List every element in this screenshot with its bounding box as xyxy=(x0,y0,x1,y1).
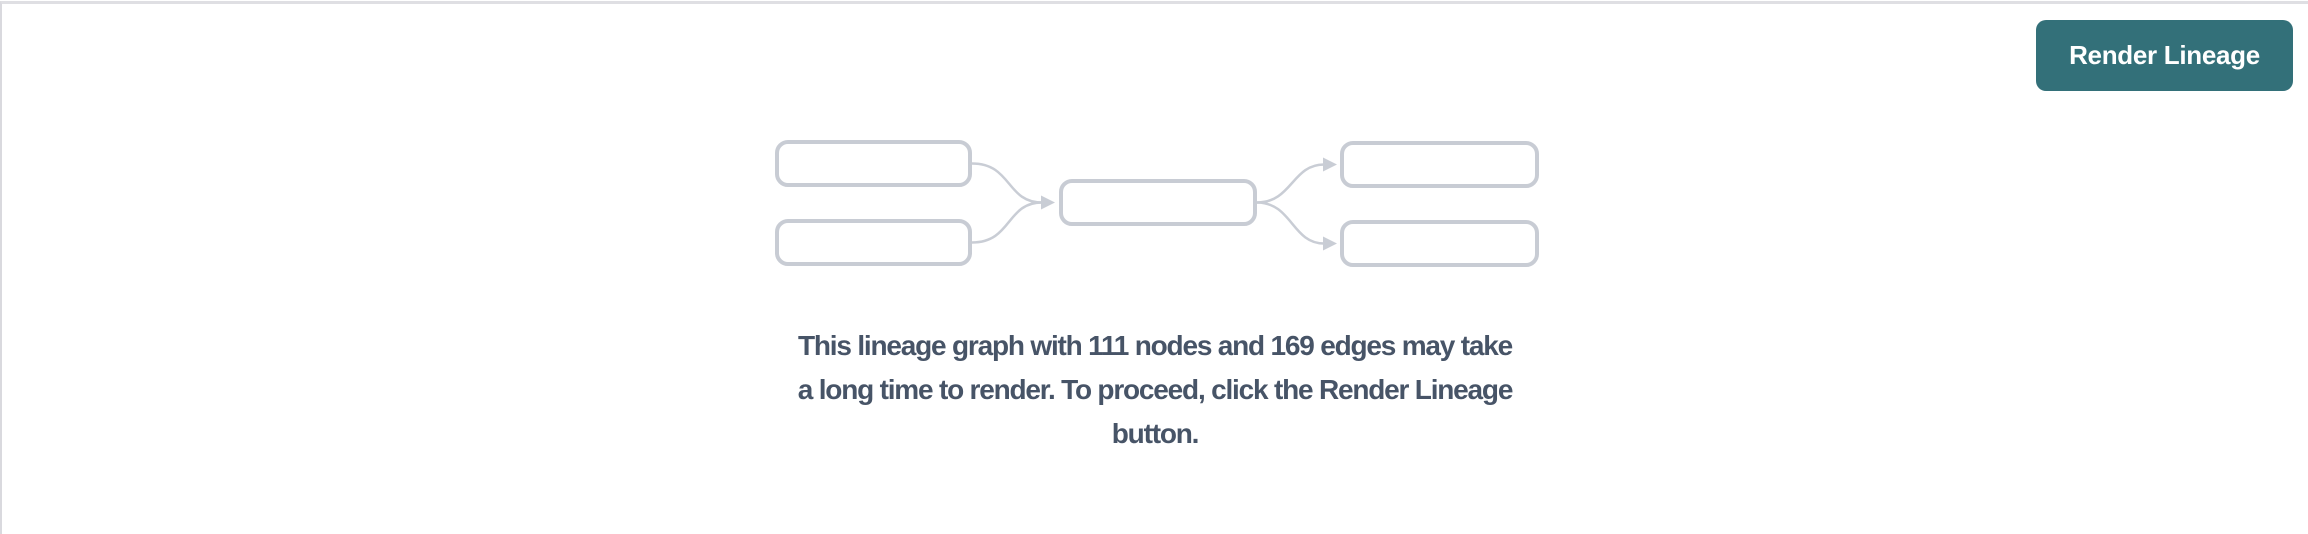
placeholder-edge-arrow xyxy=(1256,201,1325,245)
lineage-placeholder-illustration xyxy=(775,140,1539,267)
placeholder-node-box xyxy=(1340,220,1539,267)
message-line-3: button. xyxy=(1111,418,1200,449)
placeholder-arrowhead xyxy=(1323,236,1337,251)
placeholder-edge-arrow xyxy=(971,201,1043,244)
placeholder-arrowhead xyxy=(1323,157,1337,172)
placeholder-node-box xyxy=(1059,179,1257,226)
message-line-2: a long time to render. To proceed, click… xyxy=(797,374,1514,405)
placeholder-node-box xyxy=(775,140,972,187)
placeholder-node-box xyxy=(775,219,972,266)
placeholder-edge-arrow xyxy=(971,162,1043,204)
lineage-empty-state: This lineage graph with 111 nodes and 16… xyxy=(760,133,1550,456)
message-line-1: This lineage graph with 111 nodes and 16… xyxy=(798,330,1513,361)
placeholder-node-box xyxy=(1340,141,1539,188)
placeholder-arrowhead xyxy=(1041,195,1055,210)
placeholder-edge-arrow xyxy=(1256,163,1325,204)
render-warning-message: This lineage graph with 111 nodes and 16… xyxy=(797,324,1514,456)
render-lineage-button[interactable]: Render Lineage xyxy=(2036,20,2293,91)
